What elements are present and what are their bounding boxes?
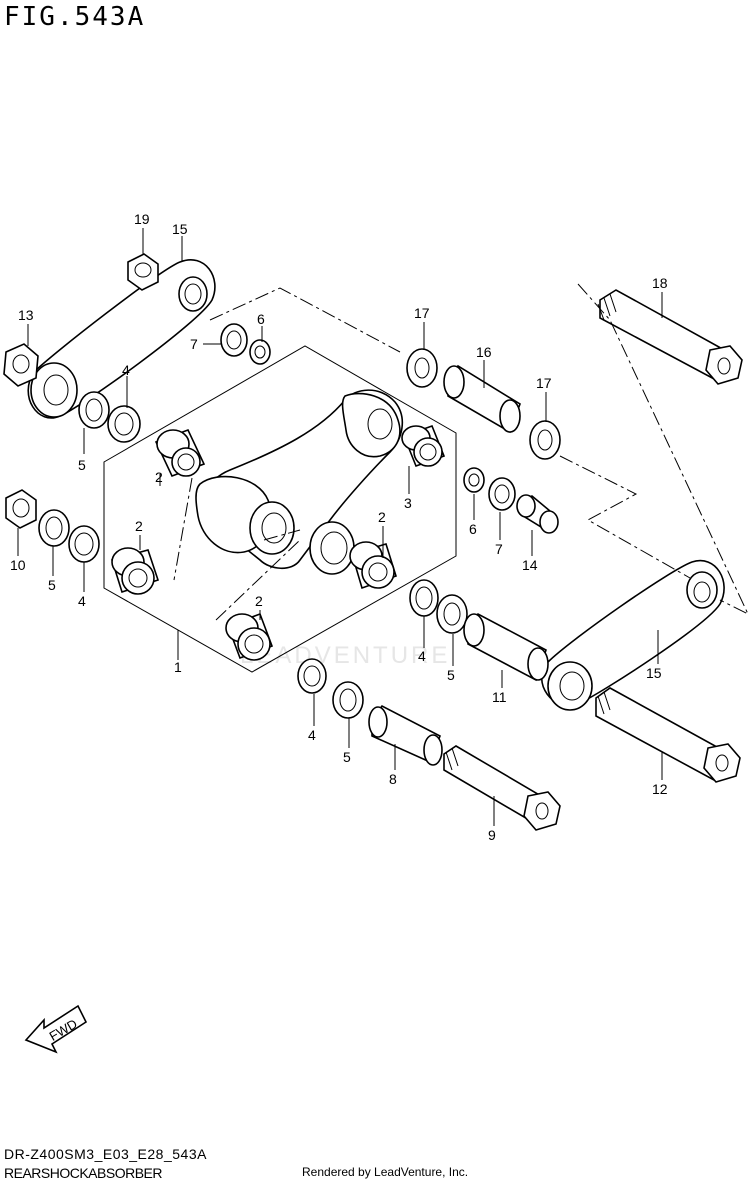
nut-13[interactable] [3, 343, 39, 387]
callout-11: 11 [492, 689, 507, 705]
callout-9: 9 [488, 827, 496, 843]
collar-6-left[interactable] [249, 339, 271, 365]
spacer-11[interactable] [463, 612, 549, 682]
exploded-parts-diagram: 19 15 13 7 6 4 5 2 2 10 5 4 1 2 2 3 17 1… [3, 211, 750, 1054]
callout-5-upper-left: 5 [78, 457, 86, 473]
washer-17-top[interactable] [406, 348, 438, 388]
bearing-2-top[interactable] [154, 428, 206, 478]
callout-labels: 19 15 13 7 6 4 5 2 2 10 5 4 1 2 2 3 17 1… [10, 211, 668, 843]
callout-17-top: 17 [414, 305, 430, 321]
callout-4-upper-left: 4 [122, 362, 130, 378]
cushion-rod-left[interactable] [27, 259, 216, 419]
bearing-2-right[interactable] [349, 541, 397, 590]
bearing-2-bottom[interactable] [225, 612, 274, 661]
callout-8: 8 [389, 771, 397, 787]
callout-6-left: 6 [257, 311, 265, 327]
seal-4-bottom[interactable] [297, 658, 327, 694]
callout-7-left: 7 [190, 336, 198, 352]
washer-5-right[interactable] [436, 594, 468, 634]
collar-6-right[interactable] [463, 467, 485, 493]
callout-5-left: 5 [48, 577, 56, 593]
callout-10: 10 [10, 557, 26, 573]
callout-5-right: 5 [447, 667, 455, 683]
callout-5-bottom: 5 [343, 749, 351, 765]
callout-15-upper: 15 [172, 221, 188, 237]
callout-18: 18 [652, 275, 668, 291]
callout-17-right: 17 [536, 375, 552, 391]
watermark: LEADVENTURE [240, 642, 451, 669]
figure-code: DR-Z400SM3_E03_E28_543A [4, 1146, 207, 1162]
leader-lines [17, 228, 663, 826]
washer-17-right[interactable] [529, 420, 561, 460]
seal-4-left[interactable] [68, 525, 100, 563]
washer-5-upper-left[interactable] [78, 391, 110, 429]
callout-12: 12 [652, 781, 668, 797]
callout-6-right: 6 [469, 521, 477, 537]
seal-4-right[interactable] [409, 579, 439, 617]
callout-2-bottom: 2 [255, 593, 263, 609]
figure-title: FIG.543A [4, 2, 146, 32]
washer-7-left[interactable] [220, 323, 248, 357]
callout-2-right: 2 [378, 509, 386, 525]
assembly-lines [173, 283, 750, 621]
nut-19[interactable] [127, 253, 159, 291]
bearing-2-left[interactable] [110, 547, 160, 595]
washer-5-bottom[interactable] [332, 681, 364, 719]
bolt-12[interactable] [595, 687, 741, 783]
callout-13: 13 [18, 307, 34, 323]
bolt-18[interactable] [597, 289, 743, 385]
rendered-by: Rendered by LeadVenture, Inc. [302, 1165, 469, 1179]
callout-4-right: 4 [418, 648, 426, 664]
washer-7-right[interactable] [488, 477, 516, 511]
seal-4-upper-left[interactable] [107, 405, 141, 443]
spacer-8[interactable] [368, 704, 443, 766]
callout-16: 16 [476, 344, 492, 360]
cushion-rod-right[interactable] [541, 559, 725, 711]
washer-5-left[interactable] [38, 509, 70, 547]
figure-name: REARSHOCKABSORBER [4, 1165, 162, 1181]
callout-3: 3 [404, 495, 412, 511]
callout-14: 14 [522, 557, 538, 573]
callout-15-lower: 15 [646, 665, 662, 681]
bolt-9[interactable] [443, 745, 561, 831]
callout-2-left: 2 [135, 518, 143, 534]
callout-2-top: 2 [155, 469, 163, 485]
callout-19: 19 [134, 211, 150, 227]
nut-10[interactable] [5, 489, 37, 529]
bearing-3[interactable] [401, 424, 446, 468]
callout-4-bottom: 4 [308, 727, 316, 743]
cushion-lever-group-outline [103, 345, 457, 673]
collar-14[interactable] [516, 494, 559, 534]
callout-1: 1 [174, 659, 182, 675]
cushion-lever[interactable] [195, 389, 404, 575]
callout-7-right: 7 [495, 541, 503, 557]
callout-4-left: 4 [78, 593, 86, 609]
fwd-arrow-icon: FWD [24, 1004, 88, 1054]
spacer-16[interactable] [443, 364, 521, 434]
